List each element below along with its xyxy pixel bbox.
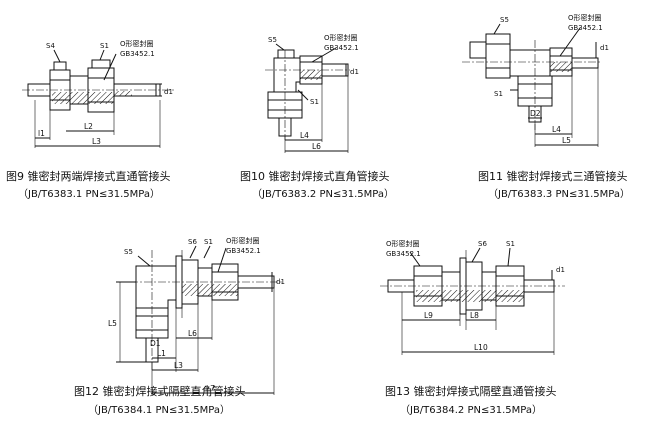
fig11-drawing (462, 23, 600, 147)
fig10-label-gb: GB3452.1 (324, 44, 359, 52)
fig13-dim-l8: L8 (470, 311, 479, 320)
fig13-caption: 图13 锥密封焊接式隔壁直通管接头 (385, 385, 557, 398)
fig12-label-oring: O形密封圈 (226, 236, 260, 245)
fig9-label-gb: GB3452.1 (120, 50, 155, 58)
fig11-label-s1: S1 (494, 90, 503, 98)
fig9-dim-l2: L2 (84, 122, 93, 131)
fig12-dim-l1: L1 (157, 349, 166, 358)
fig10-standard: （JB/T6383.2 PN≤31.5MPa） (252, 189, 394, 200)
fig10-dim-l6: L6 (312, 142, 321, 151)
fig12-label-s6: S6 (188, 238, 197, 246)
fig13-label-s1: S1 (506, 240, 515, 248)
fig12-label-s1: S1 (204, 238, 213, 246)
fig12-label-s5: S5 (124, 248, 133, 256)
fig9-label-s1: S1 (100, 42, 109, 50)
fig10-dim-l4: L4 (300, 131, 309, 140)
fig12-dim-l7: L7 (206, 384, 215, 393)
fig13-drawing (380, 247, 565, 355)
fig11-dim-l5: L5 (562, 136, 571, 145)
fig9-label-oring: O形密封圈 (120, 39, 154, 48)
fig9-drawing (22, 49, 176, 148)
fig10-drawing (265, 43, 350, 153)
fig13-label-oring: O形密封圈 (386, 239, 420, 248)
fig10-label-s1: S1 (310, 98, 319, 106)
fig13-label-s6: S6 (478, 240, 487, 248)
fig9-label-s4: S4 (46, 42, 55, 50)
fig13-dim-l9: L9 (424, 311, 433, 320)
fig12-label-gb: GB3452.1 (226, 247, 261, 255)
fig9-caption: 图9 锥密封两端焊接式直通管接头 (6, 170, 171, 183)
fig9-dim-l3: L3 (92, 137, 101, 146)
fig10-label-s5: S5 (268, 36, 277, 44)
fig12-caption: 图12 锥密封焊接式隔壁直角管接头 (74, 385, 246, 398)
fig12-standard: （JB/T6384.1 PN≤31.5MPa） (88, 405, 230, 416)
fig9-label-d1: d1 (164, 88, 173, 96)
fig12-drawing (116, 245, 282, 395)
fig11-dim-l4: L4 (552, 125, 561, 134)
fig12-dim-l6: L6 (188, 329, 197, 338)
fig11-label-gb: GB3452.1 (568, 24, 603, 32)
fig12-dim-l3: L3 (174, 361, 183, 370)
fig12-dim-l5: L5 (108, 319, 117, 328)
fig11-caption: 图11 锥密封焊接式三通管接头 (478, 170, 628, 183)
fig13-dim-l10: L10 (474, 343, 488, 352)
fig11-label-d1: d1 (600, 44, 609, 52)
fig13-label-gb: GB3452.1 (386, 250, 421, 258)
fig13-standard: （JB/T6384.2 PN≤31.5MPa） (400, 405, 542, 416)
fig9-standard: （JB/T6383.1 PN≤31.5MPa） (18, 189, 160, 200)
fig10-caption: 图10 锥密封焊接式直角管接头 (240, 170, 390, 183)
fig11-standard: （JB/T6383.3 PN≤31.5MPa） (488, 189, 630, 200)
fig12-label-d1: d1 (276, 278, 285, 286)
fig11-label-oring: O形密封圈 (568, 13, 602, 22)
fig10-label-d1: d1 (350, 68, 359, 76)
fig12-dim-d1: D1 (150, 339, 161, 348)
fig9-dim-l1: l1 (38, 129, 45, 138)
fig11-dim-d2: D2 (530, 109, 541, 118)
fig11-label-s5: S5 (500, 16, 509, 24)
fig10-label-oring: O形密封圈 (324, 33, 358, 42)
fig13-label-d1: d1 (556, 266, 565, 274)
